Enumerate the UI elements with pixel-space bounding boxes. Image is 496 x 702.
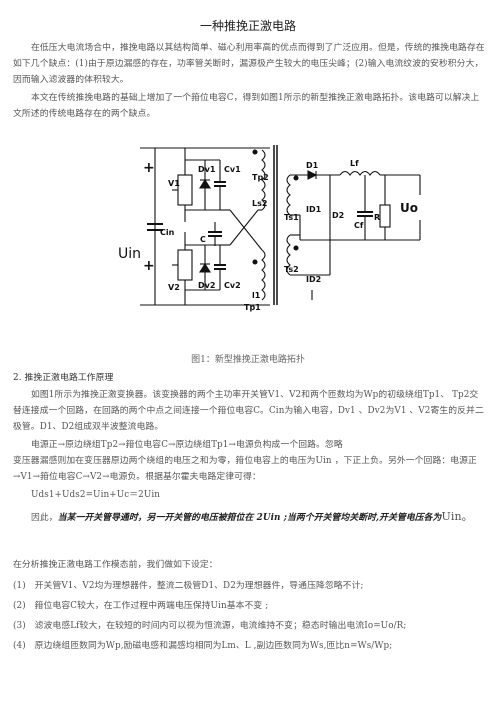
section-2-paragraph-2: 电源正→原边绕组Tp2→箝位电容C→原边绕组Tp1→电源负构成一个回路。忽略 [31,440,343,450]
cv2-label: Cv2 [224,281,241,290]
v1-label: V1 [168,179,180,188]
assumptions-intro: 在分析推挽正激电路工作模态前，我们做如下设定： [13,560,218,570]
v2-label: V2 [168,283,180,292]
id2-label: ID2 [306,275,321,284]
plus-top-label: + [143,160,155,176]
c-label: C [200,235,206,244]
section-2-heading: 2. 推挽正激电路工作原理 [13,373,114,383]
assumption-item: (4) 原边绕组匝数同为Wp,励磁电感和漏感均相同为Lm、L ,副边匝数同为Ws… [13,641,393,651]
document-title: 一种推挽正激电路 [199,19,296,33]
assumption-item: (1) 开关管V1、V2均为理想器件，整流二极管D1、D2为理想器件，导通压降忽… [13,581,364,591]
ts2-label: Ts2 [284,265,299,274]
conclusion-prefix: 因此， [31,513,58,523]
section-2-paragraph-1: 如图1所示为推挽正激变换器。该变换器的两个主功率开关管V1、V2和两个匝数均为W… [13,390,484,432]
l1-label: l1 [252,291,261,300]
tp2-label: Tp2 [252,173,269,182]
d1-label: D1 [306,161,319,170]
intro-paragraph-2: 本文在传统推挽电路的基础上增加了一个箝位电容C，得到如图1所示的新型推挽正激电路… [13,93,480,119]
uin-label: Uin [118,246,141,262]
section-2-paragraph-3: 变压器漏感则加在变压器原边两个绕组的电压之和为零，箝位电容上的电压为Uin ，下… [13,456,477,482]
assumption-item: (3) 滤波电感Lf较大，在较短的时间内可以视为恒流源，电流维持不变；稳态时输出… [13,621,407,631]
circuit-diagram: + + V1 Dv1 Cv1 V2 Dv2 Cv2 Cin Uin C Tp1 … [118,145,421,312]
ls2-label: Ls2 [252,199,267,208]
section-2-paragraph-4: 因此，当某一开关管导通时，另一开关管的电压被箝位在 2Uin ;当两个开关管均关… [13,509,485,526]
dv1-label: Dv1 [198,165,216,174]
cf-label: Cf [354,221,364,230]
plus-bottom-label: + [143,258,155,274]
r-label: R [374,213,380,222]
dv2-label: Dv2 [198,281,215,290]
figure-caption: 图1：新型推挽正激电路拓扑 [191,355,305,365]
conclusion-suffix: Uin。 [441,510,473,523]
lf-label: Lf [350,159,359,168]
uo-label: Uo [400,201,418,215]
kirchhoff-formula: Uds1+Uds2=Uin+Uc＝2Uin [31,490,161,500]
cin-label: Cin [160,228,175,237]
assumption-item: (2) 箝位电容C较大，在工作过程中两端电压保持Uin基本不变 ; [13,601,269,611]
conclusion-emphasis: 当某一开关管导通时，另一开关管的电压被箝位在 2Uin ;当两个开关管均关断时,… [57,513,442,523]
ts1-label: Ts1 [284,213,299,222]
id1-label: ID1 [306,205,322,214]
intro-paragraph-1: 在低压大电流场合中，推挽电路以其结构简单、磁心利用率高的优点而得到了广泛应用。但… [13,43,485,85]
cv1-label: Cv1 [224,165,241,174]
d2-label: D2 [332,211,344,220]
tp1-label: Tp1 [244,303,261,312]
